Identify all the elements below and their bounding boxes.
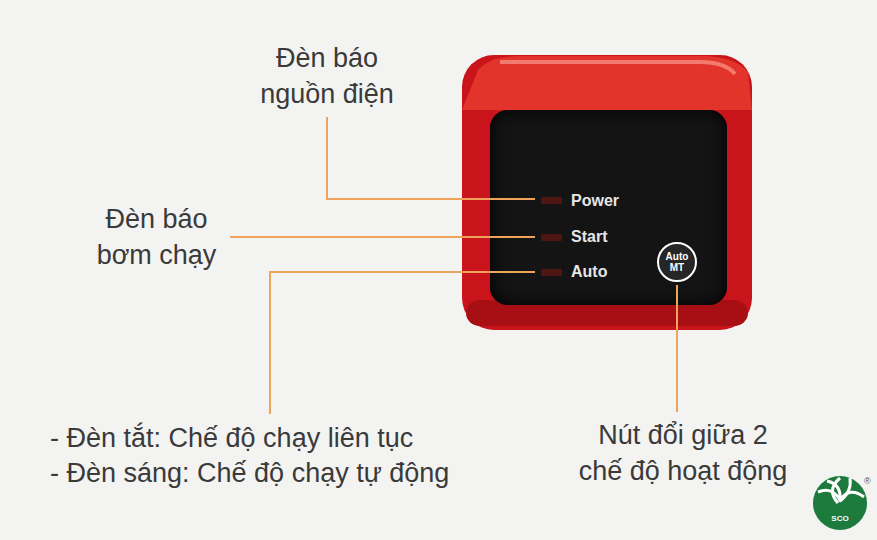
panel-label: Power <box>571 191 619 211</box>
registered-mark: ® <box>864 476 871 486</box>
logo-swirl <box>827 481 840 502</box>
callout-label: - Đèn tắt: Chế độ chạy liên tục <box>50 420 413 456</box>
leader-line <box>676 285 678 412</box>
callout-label: Đèn báo nguồn điện <box>242 40 412 112</box>
callout-label: - Đèn sáng: Chế độ chạy tự động <box>50 455 449 491</box>
led-indicator <box>541 234 562 241</box>
mode-button: Auto MT <box>657 242 697 282</box>
panel-label: Auto <box>571 262 607 282</box>
led-indicator <box>541 269 562 276</box>
logo-swirl <box>818 490 840 500</box>
callout-label: Nút đổi giữa 2 chế độ hoạt động <box>552 417 814 489</box>
leader-line <box>230 236 535 238</box>
housing-highlight <box>500 62 735 74</box>
panel-label: Start <box>571 227 607 247</box>
logo-circle <box>813 476 867 530</box>
housing-top <box>462 56 752 110</box>
housing-body <box>462 55 752 330</box>
leader-line <box>327 117 535 199</box>
button-label: Auto MT <box>663 251 691 273</box>
control-panel: PowerStartAuto Auto MT <box>490 110 727 305</box>
led-indicator <box>541 197 562 204</box>
leader-line <box>270 272 535 414</box>
logo-text: SCO <box>826 514 854 523</box>
callout-label: Đèn báo bơm chạy <box>88 201 225 273</box>
